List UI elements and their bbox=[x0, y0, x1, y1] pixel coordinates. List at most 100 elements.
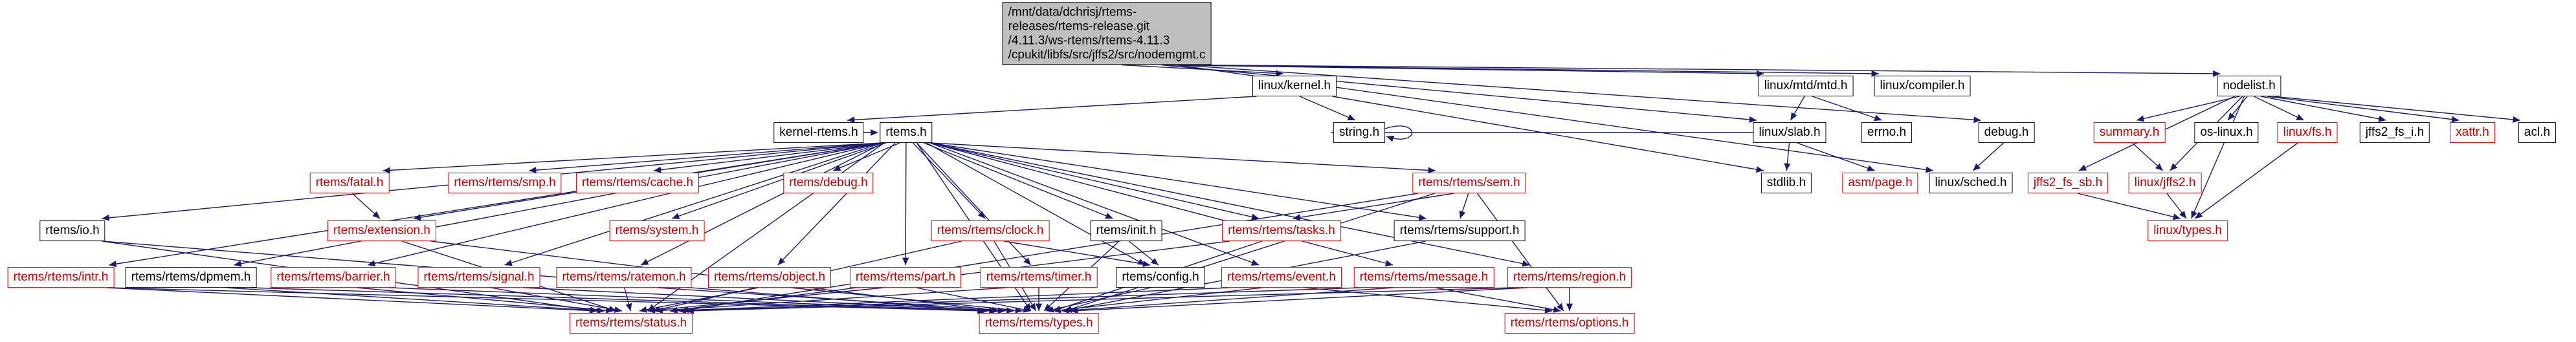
include-edge bbox=[383, 142, 883, 174]
node-main-source-file: /mnt/data/dchrisj/rtems-releases/rtems-r… bbox=[1002, 2, 1212, 65]
include-edge bbox=[926, 142, 1146, 266]
node-string[interactable]: string.h bbox=[1333, 122, 1386, 143]
node-nodelist[interactable]: nodelist.h bbox=[2217, 76, 2282, 96]
include-edge bbox=[2191, 96, 2245, 219]
node-linux-jffs2[interactable]: linux/jffs2.h bbox=[2128, 173, 2202, 193]
node-linux-mtd[interactable]: linux/mtd/mtd.h bbox=[1758, 76, 1854, 96]
node-extension[interactable]: rtems/extension.h bbox=[328, 220, 436, 241]
include-edge bbox=[655, 287, 1006, 314]
node-ratemon[interactable]: rtems/rtems/ratemon.h bbox=[556, 267, 692, 288]
node-label-line: kernel-rtems.h bbox=[779, 125, 858, 140]
node-label-line: rtems/config.h bbox=[1122, 270, 1199, 284]
include-edge bbox=[916, 287, 1031, 313]
node-label-line: linux/jffs2.h bbox=[2134, 176, 2196, 190]
include-edge bbox=[2194, 142, 2298, 219]
node-cache[interactable]: rtems/rtems/cache.h bbox=[575, 173, 700, 193]
node-label-line: rtems/rtems/tasks.h bbox=[1228, 224, 1335, 238]
include-edge bbox=[832, 142, 900, 171]
node-io[interactable]: rtems/io.h bbox=[39, 220, 105, 241]
node-acl[interactable]: acl.h bbox=[2518, 122, 2557, 143]
node-label-line: rtems/rtems/clock.h bbox=[937, 224, 1044, 238]
include-edge bbox=[1293, 193, 1454, 221]
node-label-line: xattr.h bbox=[2456, 125, 2489, 140]
node-label-line: rtems/rtems/cache.h bbox=[581, 176, 694, 190]
include-edge bbox=[678, 287, 1361, 314]
node-summary[interactable]: summary.h bbox=[2093, 122, 2166, 143]
node-label-line: rtems/extension.h bbox=[333, 224, 430, 238]
node-linux-compiler[interactable]: linux/compiler.h bbox=[1874, 76, 1971, 96]
node-linux-types[interactable]: linux/types.h bbox=[2148, 220, 2228, 241]
node-label-line: rtems/debug.h bbox=[789, 176, 868, 190]
include-edge bbox=[681, 193, 1419, 314]
node-jffs2-fs-sb[interactable]: jffs2_fs_sb.h bbox=[2027, 173, 2109, 193]
node-label-line: linux/slab.h bbox=[1759, 125, 1821, 140]
include-edge bbox=[250, 287, 988, 314]
node-errno[interactable]: errno.h bbox=[1861, 122, 1913, 143]
node-support[interactable]: rtems/rtems/support.h bbox=[1393, 220, 1526, 241]
include-edge bbox=[2260, 96, 2386, 122]
node-event[interactable]: rtems/rtems/event.h bbox=[1221, 267, 1342, 288]
node-label-line: rtems/rtems/smp.h bbox=[454, 176, 556, 190]
node-object[interactable]: rtems/rtems/object.h bbox=[707, 267, 832, 288]
node-part[interactable]: rtems/rtems/part.h bbox=[849, 267, 962, 288]
include-edge bbox=[109, 287, 985, 314]
node-sem[interactable]: rtems/rtems/sem.h bbox=[1412, 173, 1526, 193]
node-fatal[interactable]: rtems/fatal.h bbox=[309, 173, 390, 193]
include-edge bbox=[1459, 193, 1469, 219]
node-label-line: rtems/rtems/types.h bbox=[984, 316, 1093, 330]
node-os-linux[interactable]: os-linux.h bbox=[2194, 122, 2259, 143]
node-rtypes[interactable]: rtems/rtems/types.h bbox=[979, 313, 1099, 334]
include-edge bbox=[902, 142, 909, 266]
node-label-line: linux/mtd/mtd.h bbox=[1764, 79, 1848, 93]
include-edge bbox=[929, 142, 1530, 267]
node-label-line: rtems/rtems/status.h bbox=[575, 316, 687, 330]
node-label-line: rtems/rtems/event.h bbox=[1227, 270, 1336, 284]
node-jffs2-fs-i[interactable]: jffs2_fs_i.h bbox=[2359, 122, 2430, 143]
node-linux-sched[interactable]: linux/sched.h bbox=[1929, 173, 2013, 193]
include-edge bbox=[389, 287, 997, 314]
node-label-line: linux/compiler.h bbox=[1880, 79, 1965, 93]
node-label-line: /4.11.3/ws-rtems/rtems-4.11.3 bbox=[1008, 34, 1170, 47]
node-xattr[interactable]: xattr.h bbox=[2450, 122, 2495, 143]
node-region[interactable]: rtems/rtems/region.h bbox=[1507, 267, 1632, 288]
include-edge bbox=[624, 287, 632, 312]
node-signal[interactable]: rtems/rtems/signal.h bbox=[417, 267, 540, 288]
include-edge bbox=[1122, 64, 1283, 77]
node-asm-page[interactable]: asm/page.h bbox=[1842, 173, 1918, 193]
node-message[interactable]: rtems/rtems/message.h bbox=[1353, 267, 1494, 288]
include-edge bbox=[1790, 96, 1805, 121]
node-tasks[interactable]: rtems/rtems/tasks.h bbox=[1222, 220, 1341, 241]
node-intr[interactable]: rtems/rtems/intr.h bbox=[7, 267, 115, 288]
node-rtems[interactable]: rtems.h bbox=[880, 122, 933, 143]
include-edge bbox=[1064, 193, 1436, 312]
node-options[interactable]: rtems/rtems/options.h bbox=[1504, 313, 1635, 334]
include-edge bbox=[1784, 142, 1791, 171]
include-edge bbox=[504, 142, 883, 266]
node-barrier[interactable]: rtems/rtems/barrier.h bbox=[271, 267, 396, 288]
node-system[interactable]: rtems/system.h bbox=[609, 220, 705, 241]
node-rtems-debug[interactable]: rtems/debug.h bbox=[783, 173, 874, 193]
include-edge bbox=[357, 287, 614, 314]
include-edge bbox=[916, 142, 1032, 266]
node-smp[interactable]: rtems/rtems/smp.h bbox=[448, 173, 562, 193]
include-edge bbox=[653, 142, 885, 173]
node-label-line: linux/types.h bbox=[2153, 224, 2222, 238]
node-linux-slab[interactable]: linux/slab.h bbox=[1753, 122, 1827, 143]
include-edge bbox=[106, 287, 597, 314]
node-init[interactable]: rtems/init.h bbox=[1090, 220, 1162, 241]
include-edge bbox=[1171, 64, 1879, 77]
node-label-line: rtems/rtems/region.h bbox=[1513, 270, 1627, 284]
node-debug-jffs2[interactable]: debug.h bbox=[1978, 122, 2035, 143]
node-kernel-rtems[interactable]: kernel-rtems.h bbox=[773, 122, 864, 143]
node-linux-kernel[interactable]: linux/kernel.h bbox=[1252, 76, 1337, 96]
include-edge bbox=[923, 142, 1113, 219]
node-linux-fs[interactable]: linux/fs.h bbox=[2277, 122, 2338, 143]
node-dpmem[interactable]: rtems/rtems/dpmem.h bbox=[125, 267, 257, 288]
node-timer[interactable]: rtems/rtems/timer.h bbox=[980, 267, 1098, 288]
node-clock[interactable]: rtems/rtems/clock.h bbox=[931, 220, 1050, 241]
node-config[interactable]: rtems/config.h bbox=[1116, 267, 1205, 288]
node-status[interactable]: rtems/rtems/status.h bbox=[569, 313, 693, 334]
node-label-line: rtems/rtems/barrier.h bbox=[276, 270, 390, 284]
node-stdlib[interactable]: stdlib.h bbox=[1760, 173, 1812, 193]
